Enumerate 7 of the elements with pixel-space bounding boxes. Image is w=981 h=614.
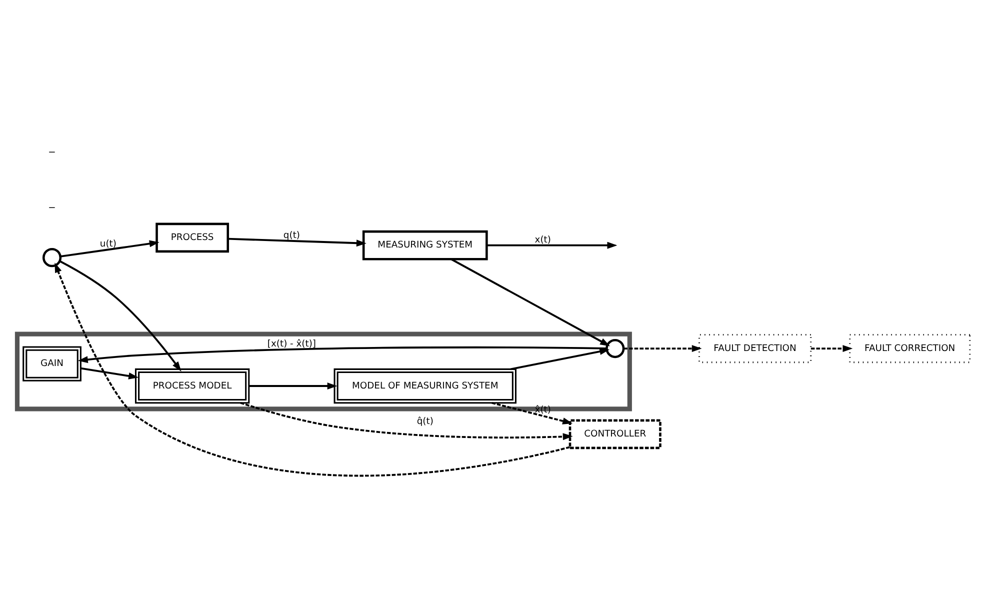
edge-label: q(t)	[283, 230, 300, 241]
edge-label: q̂(t)	[416, 415, 434, 426]
label: −	[48, 202, 56, 213]
edge-label: u(t)	[100, 238, 116, 250]
edge-label: x(t)	[534, 234, 551, 246]
label: −	[48, 146, 56, 158]
edge-label: [x(t) - x̂(t)]	[267, 338, 316, 350]
